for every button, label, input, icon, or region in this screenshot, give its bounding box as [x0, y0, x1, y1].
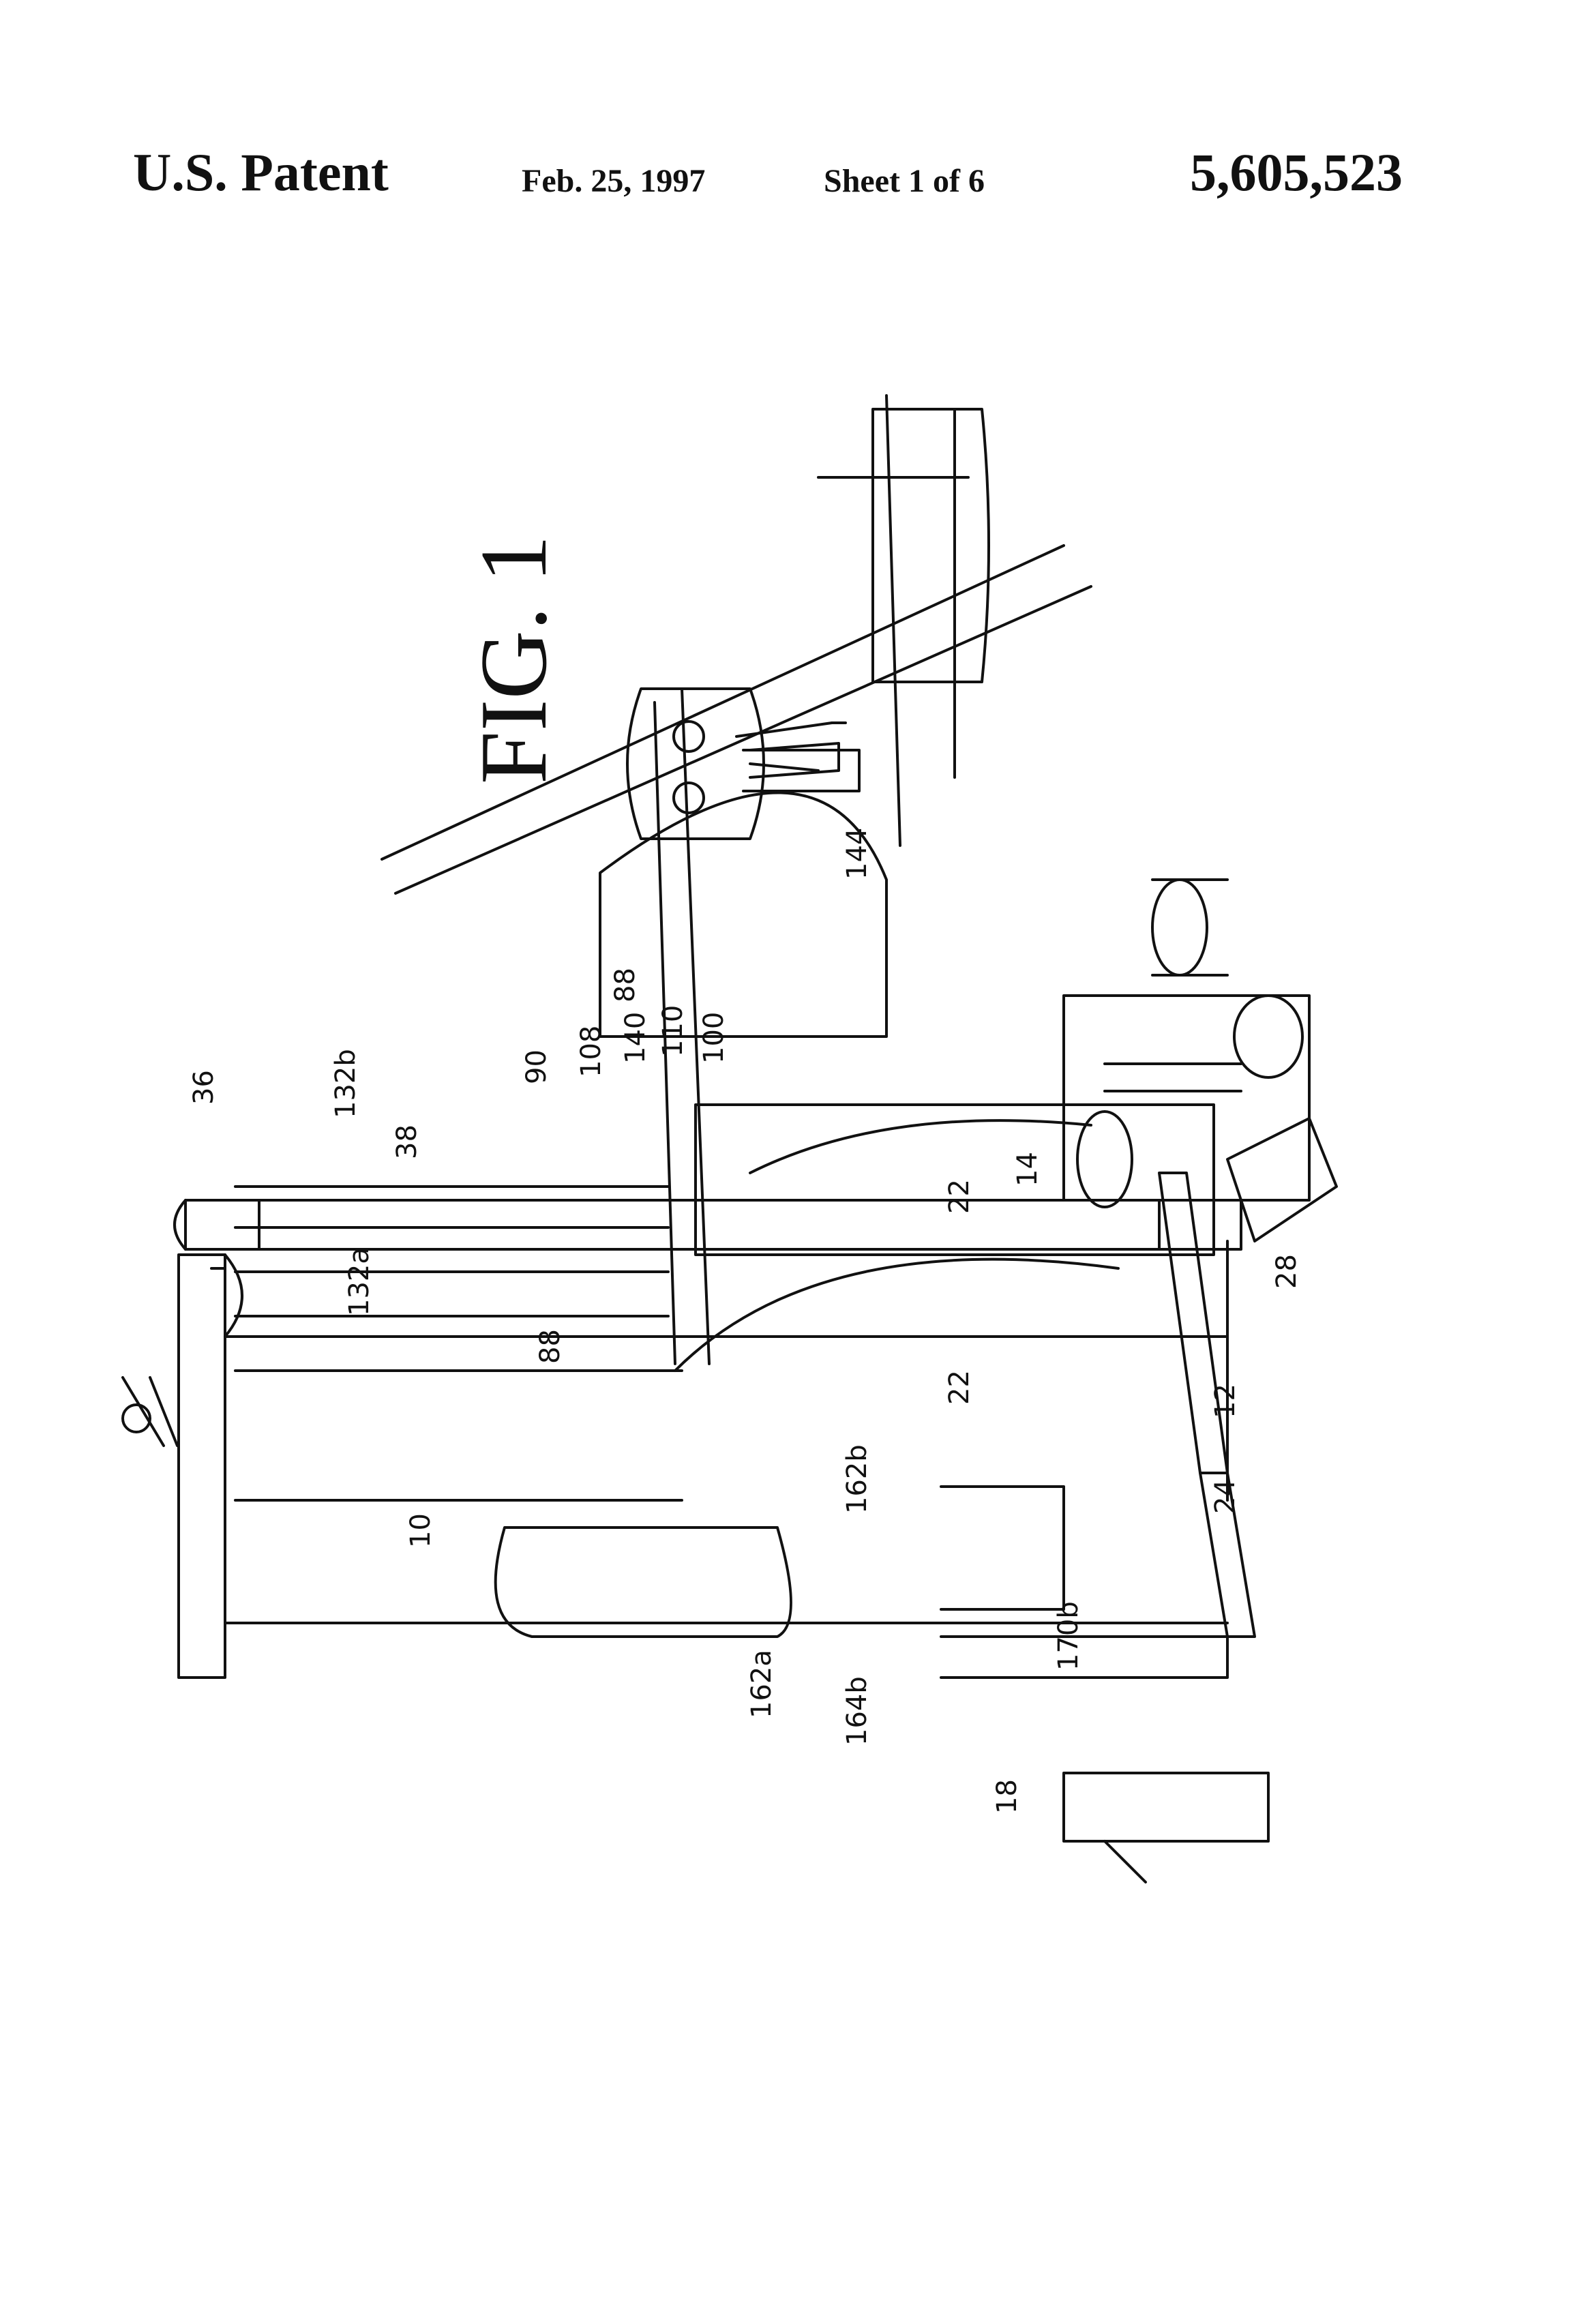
ref-10: 10	[405, 1513, 436, 1548]
ref-144: 144	[841, 828, 873, 880]
ref-132a: 132a	[344, 1247, 375, 1316]
figure-label: FIG. 1	[461, 535, 567, 784]
ref-88-upper: 88	[610, 968, 641, 1002]
ref-100: 100	[698, 1012, 730, 1064]
cable	[675, 1120, 1118, 1371]
ref-110: 110	[657, 1005, 689, 1057]
ref-14: 14	[1012, 1152, 1043, 1187]
ref-24: 24	[1210, 1479, 1241, 1514]
ref-162b: 162b	[841, 1444, 873, 1514]
ref-18: 18	[991, 1779, 1023, 1814]
ref-28: 28	[1271, 1254, 1302, 1289]
ref-164b: 164b	[841, 1676, 873, 1746]
ref-90: 90	[521, 1049, 552, 1084]
ref-108: 108	[576, 1026, 607, 1077]
weight-stack	[696, 996, 1309, 1255]
ref-140: 140	[620, 1012, 651, 1064]
ref-36: 36	[188, 1070, 220, 1105]
ref-22-upper: 22	[944, 1179, 975, 1214]
ref-38: 38	[391, 1124, 423, 1159]
ref-22-lower: 22	[944, 1370, 975, 1405]
foot-rollers	[1077, 880, 1227, 1207]
lat-handle	[123, 1377, 177, 1446]
ref-88-lower: 88	[535, 1329, 566, 1364]
reference-numerals: 36 132b 38 132a 88 90 108 88 140 110 100…	[188, 828, 1302, 1814]
upright-panel	[225, 1337, 1227, 1623]
guide-rods	[211, 1187, 668, 1371]
front-stand	[941, 1637, 1268, 1882]
ref-162a: 162a	[746, 1650, 777, 1718]
ref-170b: 170b	[1053, 1601, 1084, 1671]
seat-pads	[496, 792, 1064, 1637]
ref-132b: 132b	[330, 1049, 361, 1118]
ref-12: 12	[1210, 1384, 1241, 1418]
